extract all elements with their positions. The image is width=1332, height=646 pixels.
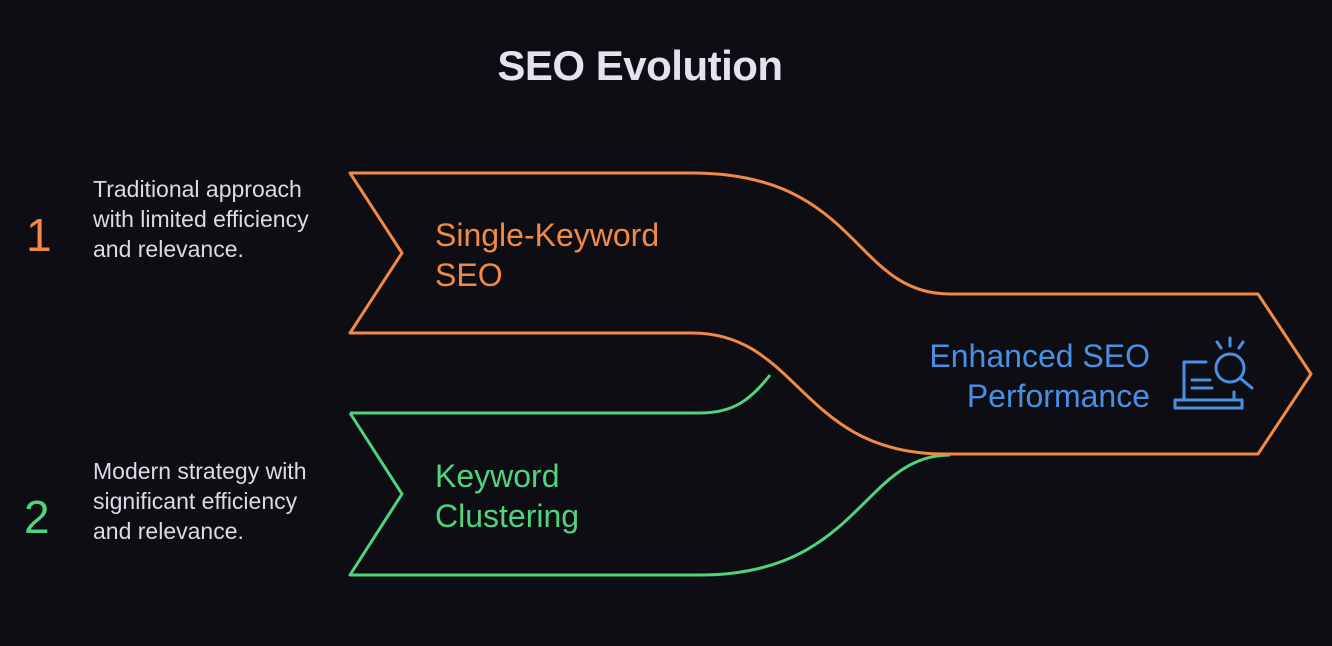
laptop-search-icon	[1173, 336, 1254, 410]
step-1-chevron-outline	[348, 171, 1313, 456]
step-1-number: 1	[26, 209, 52, 261]
step-2-chevron-outline	[348, 412, 951, 577]
step-2-label: Keyword Clustering	[435, 458, 580, 534]
step-2-description: Modern strategy with significant efficie…	[93, 458, 307, 544]
step-2-chevron-shape	[350, 374, 772, 415]
diagram-title: SEO Evolution	[497, 42, 783, 89]
step-1-label: Single-Keyword SEO	[435, 217, 660, 293]
step-2-number: 2	[24, 491, 50, 543]
step-1-description: Traditional approach with limited effici…	[93, 176, 309, 262]
result-label: Enhanced SEO Performance	[929, 338, 1150, 414]
